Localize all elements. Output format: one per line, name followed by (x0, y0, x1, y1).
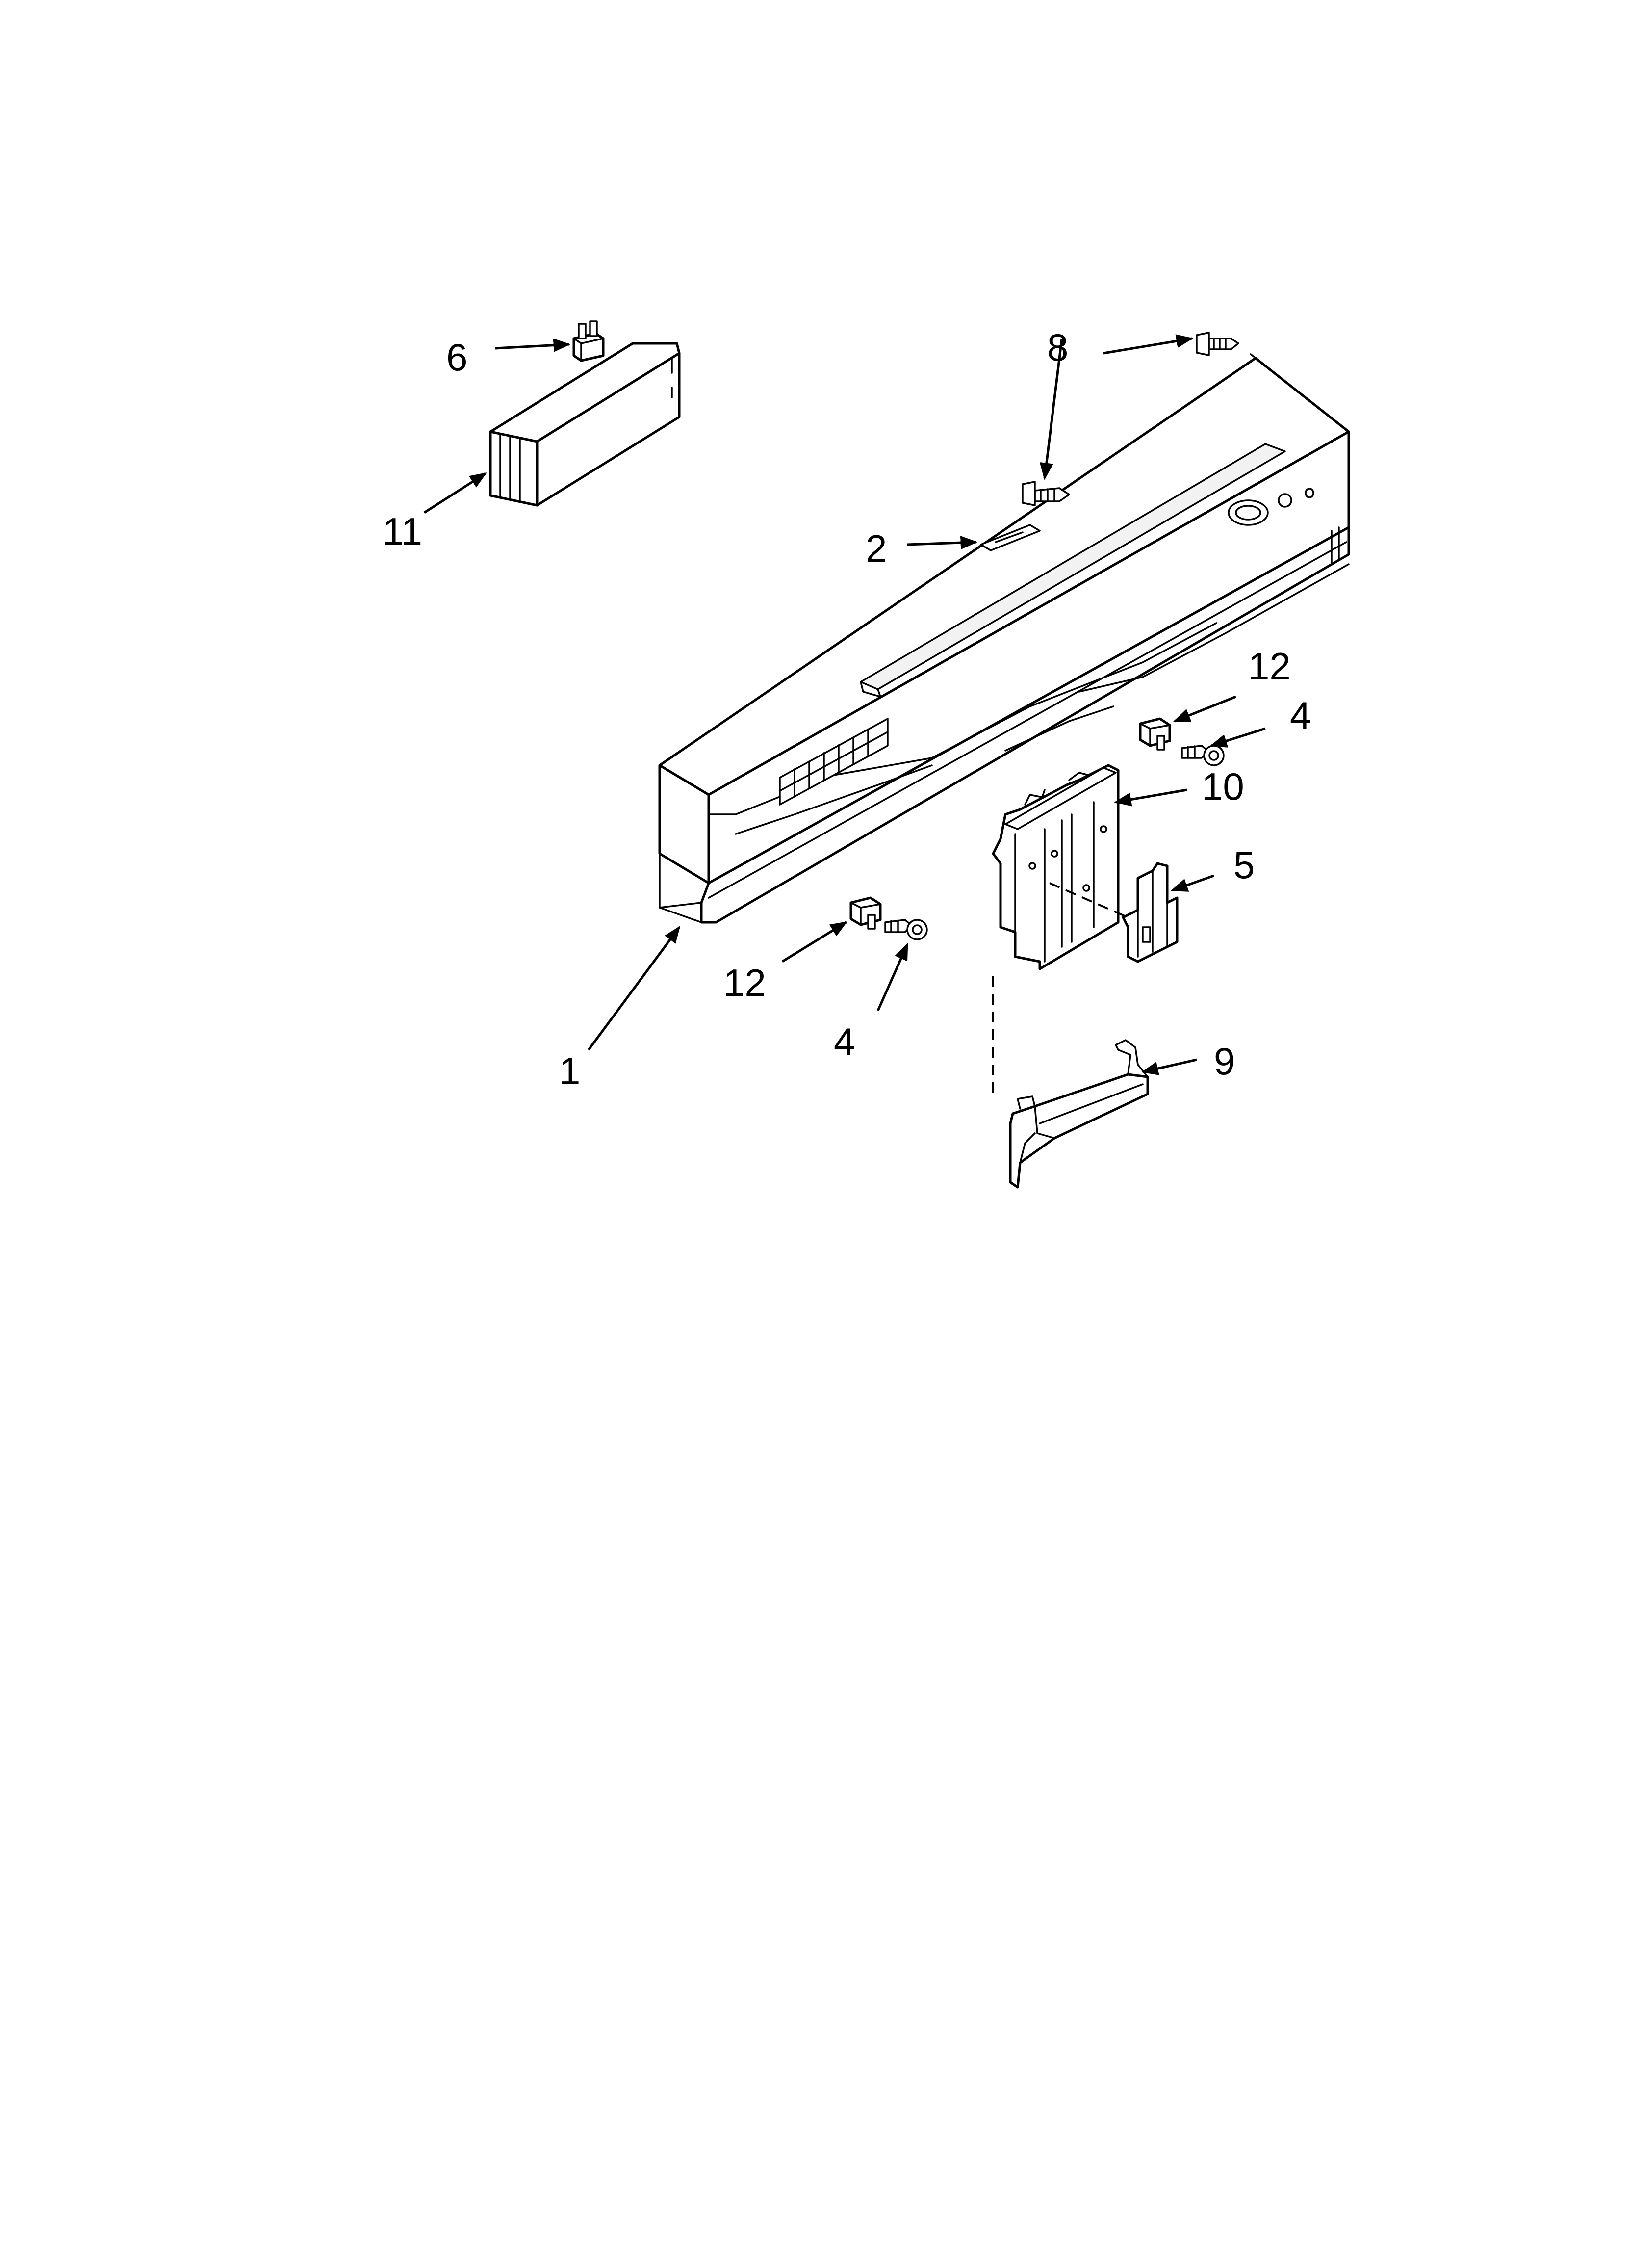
bracket-part-10 (992, 764, 1129, 970)
knob-area (1228, 488, 1314, 526)
callout-5: 5 (1233, 843, 1255, 886)
callout-8: 8 (1047, 326, 1068, 369)
screw-part-4-left (884, 919, 928, 940)
control-panel-part (658, 357, 1350, 924)
keypad (779, 718, 889, 806)
callout-10: 10 (1202, 765, 1244, 808)
lower-bracket-part-9 (1009, 1039, 1149, 1189)
screw-part-8-mid (1022, 481, 1070, 506)
latch-part-5 (1122, 862, 1179, 963)
label-part-2 (980, 524, 1041, 551)
callout-2: 2 (866, 527, 887, 570)
clip-part-12-right (1139, 717, 1171, 751)
leader-lines (423, 334, 1266, 1075)
callout-9: 9 (1214, 1040, 1235, 1083)
callout-1: 1 (559, 1049, 580, 1093)
clip-part-6 (572, 320, 605, 362)
callout-12-right: 12 (1248, 645, 1291, 688)
module-box-part (489, 342, 681, 507)
callout-12-left: 12 (723, 961, 766, 1004)
screw-part-4-right (1181, 745, 1225, 766)
callout-6: 6 (446, 336, 467, 379)
callout-4-left: 4 (834, 1020, 855, 1063)
callout-4-right: 4 (1290, 694, 1311, 737)
screw-part-8-top (1196, 332, 1266, 366)
callout-11: 11 (383, 510, 422, 553)
clip-part-12-left (849, 896, 882, 930)
